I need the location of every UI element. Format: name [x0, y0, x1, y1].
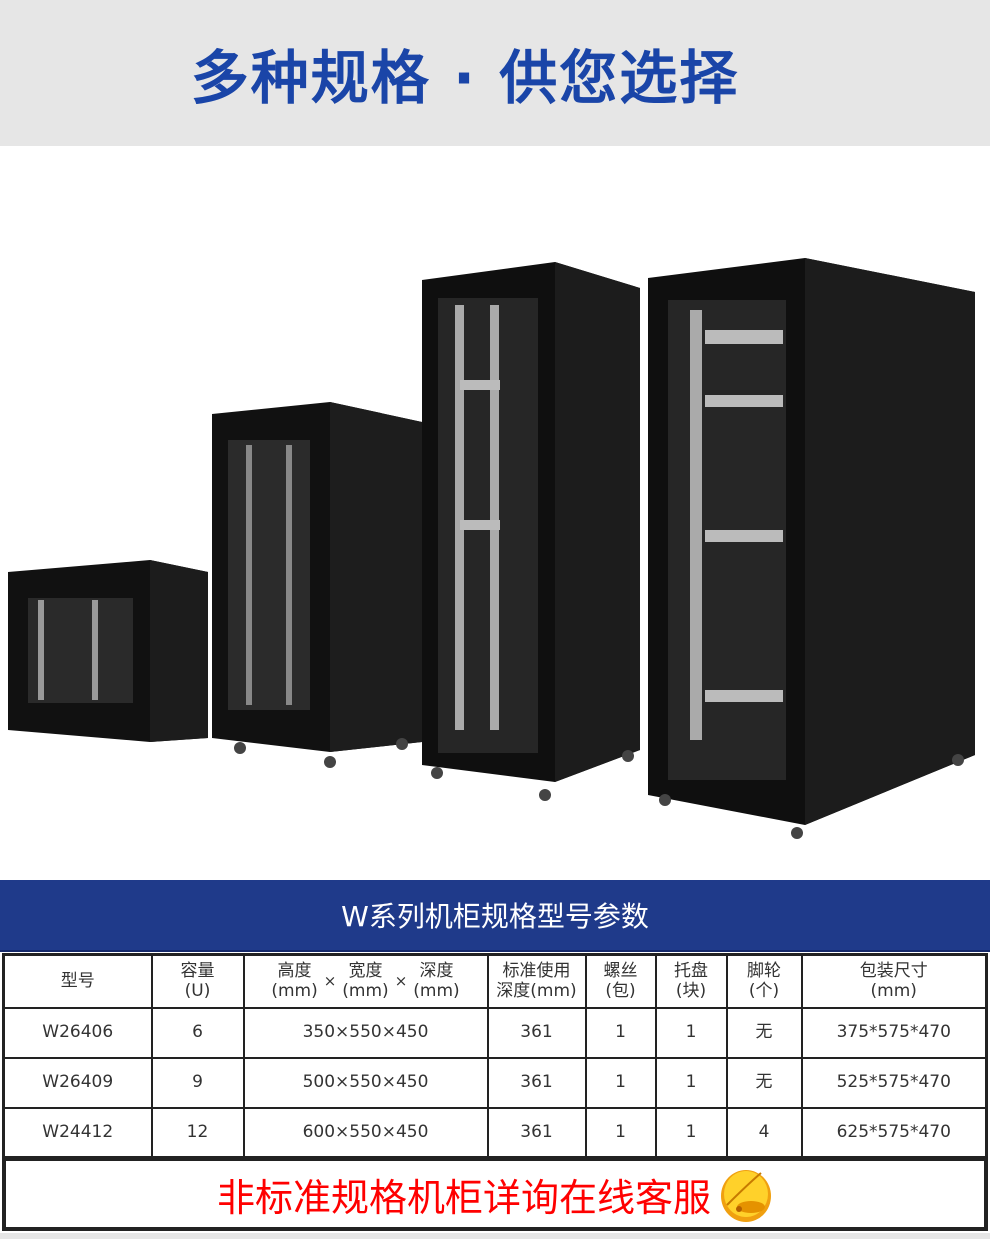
- header-screws: 螺丝(包): [584, 953, 657, 1009]
- cell-screws: 1: [584, 1006, 657, 1059]
- cell-capacity: 12: [150, 1106, 245, 1159]
- cell-std-depth: 361: [486, 1056, 587, 1109]
- cell-package: 625*575*470: [800, 1106, 988, 1159]
- custom-size-notice: 非标准规格机柜详询在线客服: [2, 1157, 988, 1231]
- cell-tray: 1: [654, 1106, 728, 1159]
- cabinet-product-image: [8, 258, 975, 839]
- bottom-strip: [0, 1233, 990, 1239]
- cell-dims: 600×550×450: [242, 1106, 489, 1159]
- cell-screws: 1: [584, 1106, 657, 1159]
- hero-header: 多种规格 · 供您选择: [0, 0, 990, 146]
- header-casters: 脚轮(个): [725, 953, 803, 1009]
- spec-banner: W系列机柜规格型号参数: [0, 880, 990, 952]
- cell-model: W26409: [2, 1056, 153, 1109]
- table-header-row: 型号 容量(U) 高度(mm)×宽度(mm)×深度(mm) 标准使用深度(mm)…: [2, 953, 988, 1009]
- cabinet-large: [648, 258, 975, 839]
- cell-model: W26406: [2, 1006, 153, 1059]
- spec-title: W系列机柜规格型号参数: [341, 900, 649, 933]
- cell-casters: 无: [725, 1006, 803, 1059]
- cabinet-small: [8, 560, 208, 742]
- cell-dims: 350×550×450: [242, 1006, 489, 1059]
- cell-screws: 1: [584, 1056, 657, 1109]
- cell-casters: 4: [725, 1106, 803, 1159]
- cell-capacity: 9: [150, 1056, 245, 1109]
- bell-icon: [721, 1170, 771, 1222]
- header-capacity: 容量(U): [150, 953, 245, 1009]
- notice-text: 非标准规格机柜详询在线客服: [216, 1175, 711, 1220]
- hero-title: 多种规格 · 供您选择: [190, 44, 740, 112]
- cell-model: W24412: [2, 1106, 153, 1159]
- header-model: 型号: [2, 953, 153, 1009]
- cell-casters: 无: [725, 1056, 803, 1109]
- cell-tray: 1: [654, 1056, 728, 1109]
- cabinet-medium: [212, 402, 422, 768]
- header-std-depth: 标准使用深度(mm): [486, 953, 587, 1009]
- cell-package: 525*575*470: [800, 1056, 988, 1109]
- header-tray: 托盘(块): [654, 953, 728, 1009]
- cabinet-tall: [422, 262, 640, 801]
- cell-tray: 1: [654, 1006, 728, 1059]
- spec-table: 型号 容量(U) 高度(mm)×宽度(mm)×深度(mm) 标准使用深度(mm)…: [2, 953, 988, 1159]
- cell-package: 375*575*470: [800, 1006, 988, 1059]
- cell-std-depth: 361: [486, 1106, 587, 1159]
- cell-capacity: 6: [150, 1006, 245, 1059]
- header-dimensions: 高度(mm)×宽度(mm)×深度(mm): [242, 953, 489, 1009]
- header-package: 包装尺寸(mm): [800, 953, 988, 1009]
- cell-std-depth: 361: [486, 1006, 587, 1059]
- cell-dims: 500×550×450: [242, 1056, 489, 1109]
